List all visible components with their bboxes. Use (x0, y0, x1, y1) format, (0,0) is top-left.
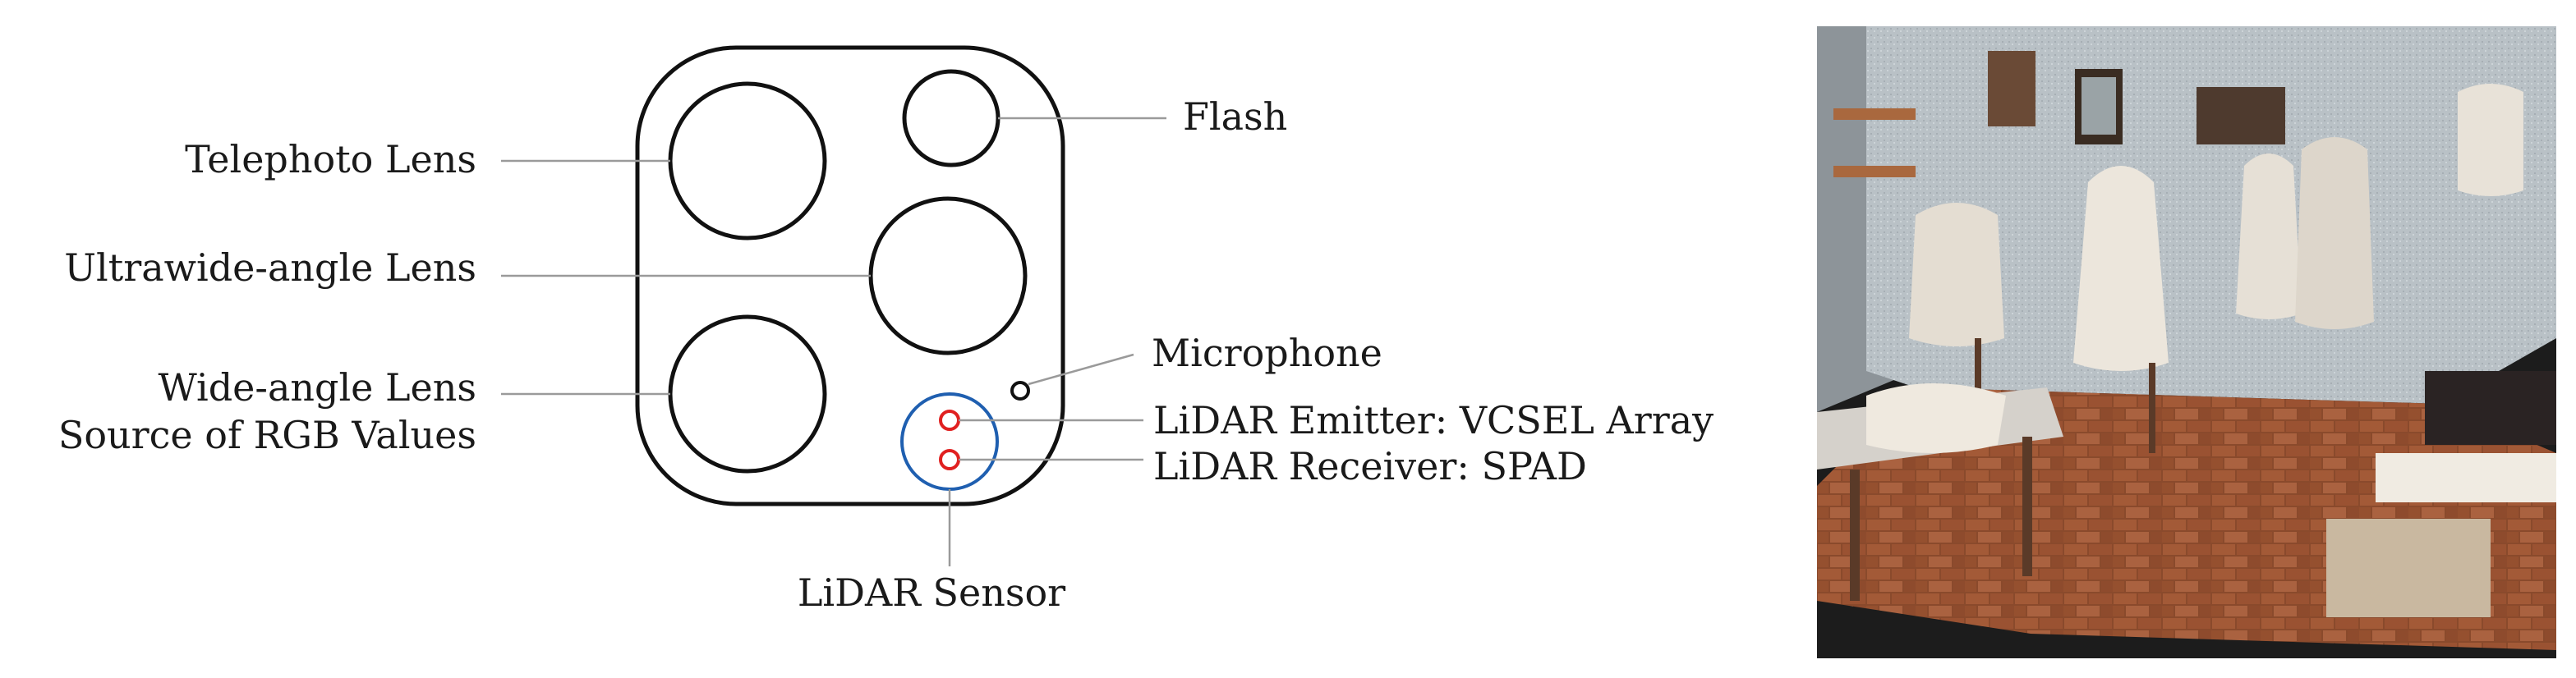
telephoto-label: Telephoto Lens (185, 137, 476, 181)
scene-back-wall (1866, 26, 2556, 404)
scene-mirror-glass (2082, 77, 2116, 135)
lidar-sensor-label: LiDAR Sensor (798, 570, 1065, 615)
flash-circle (902, 69, 1000, 167)
scene-garment (1909, 203, 2004, 346)
ultrawide-lens (868, 196, 1028, 355)
scene-shelf (1833, 166, 1916, 177)
flash-label: Flash (1183, 94, 1287, 139)
scene-garment (2236, 153, 2302, 319)
microphone-label: Microphone (1152, 331, 1382, 375)
scene-wall-rack (2196, 87, 2285, 144)
lidar-receiver-dot (939, 449, 960, 470)
scene-shelf (1833, 108, 1916, 120)
scene-garment (2458, 84, 2523, 196)
rgb-source-label: Source of RGB Values (58, 413, 476, 457)
scene-mannequin-stand (1975, 338, 1981, 412)
lidar-sensor-ring (900, 392, 999, 491)
scene-table-cloth (1866, 383, 2006, 453)
telephoto-lens (668, 81, 827, 241)
scene-right-pile (2326, 519, 2491, 617)
scene-picture-frame (1988, 51, 2036, 126)
lidar-scan-reconstruction-image (1817, 26, 2556, 658)
scene-garment (2073, 166, 2169, 371)
lidar-emitter-label: LiDAR Emitter: VCSEL Array (1153, 398, 1714, 442)
microphone-leader (1028, 353, 1134, 386)
scene-right-dark-objects (2425, 371, 2556, 445)
scene-right-table (2376, 453, 2556, 502)
scene-table-leg (1850, 470, 1860, 601)
wide-label: Wide-angle Lens (159, 365, 476, 410)
scene-garment (2295, 137, 2374, 329)
ultrawide-label: Ultrawide-angle Lens (64, 245, 476, 290)
lidar-emitter-dot (939, 410, 960, 431)
scene-table-leg (2022, 437, 2032, 576)
camera-module-diagram: Telephoto Lens Ultrawide-angle Lens Wide… (58, 45, 1714, 615)
lidar-receiver-label: LiDAR Receiver: SPAD (1153, 444, 1587, 488)
wide-lens (668, 314, 827, 474)
scene-mannequin-stand (2149, 363, 2155, 453)
microphone-hole (1010, 381, 1030, 401)
